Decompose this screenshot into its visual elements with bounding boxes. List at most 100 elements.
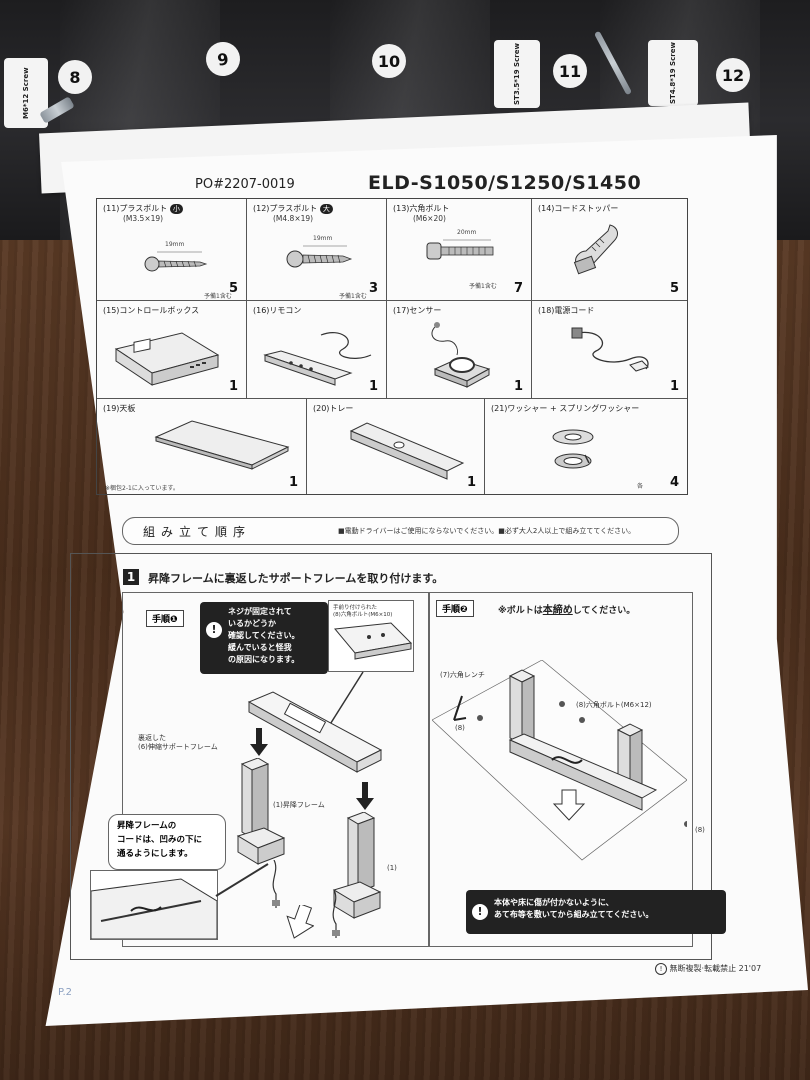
- cord-drawing: [272, 860, 280, 908]
- remote-icon: [263, 332, 372, 386]
- screw-check-warning: ! ネジが固定されて いるかどうか 確認してください。 緩んでいると怪我 の原因…: [200, 602, 328, 674]
- cord-detail-drawing: [90, 878, 218, 940]
- lift-frame-right: [332, 812, 382, 919]
- control-box-icon: [114, 332, 220, 386]
- bag-number-8: 8: [58, 60, 92, 94]
- part-size: (M4.8×19): [273, 214, 314, 223]
- part-label: (21)ワッシャー + スプリングワッシャー: [491, 404, 640, 413]
- part-label: (13)六角ボルト: [393, 204, 450, 213]
- model-number: ELD-S1050/S1250/S1450: [368, 172, 642, 194]
- parts-grid: (11)プラスボルト 小 (M3.5×19) 19mm 予備1含む 5 (12)…: [96, 198, 688, 495]
- warn-line: いるかどうか: [228, 619, 276, 628]
- lift-frame-short-label: (1): [387, 864, 397, 872]
- part-cell-16: (16)リモコン 1: [247, 301, 387, 399]
- dimension-label: 19mm: [165, 241, 185, 248]
- part-label: (15)コントロールボックス: [103, 306, 200, 315]
- part-cell-14: (14)コードストッパー 5: [532, 199, 687, 301]
- part-label: (12)プラスボルト: [253, 204, 318, 213]
- part-label: (18)電源コード: [538, 306, 595, 315]
- po-number: PO#2207-0019: [195, 177, 295, 192]
- warning-icon: !: [472, 904, 488, 920]
- assembly-order-bar: 組み立て順序 ■電動ドライバーはご使用にならないでください。■必ず大人2人以上で…: [122, 517, 679, 545]
- step-title: 昇降フレームに裏返したサポートフレームを取り付けます。: [148, 572, 444, 585]
- bolt-ref-label: (8): [695, 826, 705, 834]
- part-label: (20)トレー: [313, 404, 354, 413]
- part-cell-19: (19)天板 ※梱包2-1に入っています。 1: [97, 399, 307, 494]
- callout-line: [215, 863, 269, 897]
- spare-note: 予備1含む: [339, 293, 367, 300]
- screw-icon: [286, 245, 353, 268]
- dimension-label: 19mm: [313, 235, 333, 242]
- copyright-text: 無断複製·転載禁止 21'07: [669, 964, 762, 973]
- lift-frame-label: (1)昇降フレーム: [273, 801, 325, 809]
- cord-note-line: 通るようにします。: [117, 849, 193, 859]
- warn-line: ネジが固定されて: [228, 607, 292, 616]
- power-cord-icon: [571, 327, 649, 372]
- page-number: P.2: [58, 987, 73, 998]
- support-frame-drawing: [247, 691, 383, 773]
- hex-bolt-label: (8)六角ボルト(M6×12): [576, 701, 652, 709]
- note-emphasis: 本締め: [542, 605, 573, 616]
- part-label: (17)センサー: [393, 306, 442, 315]
- part-label: (19)天板: [103, 404, 136, 413]
- dimension-label: 20mm: [457, 229, 477, 236]
- step-1-frame: [70, 553, 712, 960]
- copyright-notice: ! 無断複製·転載禁止 21'07: [655, 963, 761, 975]
- assembled-frame-drawing: [432, 660, 687, 861]
- part-cell-21: (21)ワッシャー + スプリングワッシャー 各 4: [485, 399, 687, 494]
- part-qty: 4: [669, 475, 679, 490]
- part-cell-11: (11)プラスボルト 小 (M3.5×19) 19mm 予備1含む 5: [97, 199, 247, 301]
- bag-number-10: 10: [372, 44, 406, 78]
- small-badge: 小: [169, 204, 183, 214]
- procedure-2-label: 手順❷: [436, 600, 474, 617]
- detail-label: 手前り付けられた: [333, 605, 378, 611]
- part-label: (16)リモコン: [253, 306, 302, 315]
- part-qty: 5: [228, 281, 238, 296]
- each-note: 各: [637, 483, 644, 490]
- part-qty: 1: [669, 379, 679, 394]
- step-number: 1: [123, 569, 139, 585]
- lift-frame-left: [236, 758, 286, 865]
- part-qty: 1: [466, 475, 476, 490]
- bolt-tighten-note: ※ボルトは本締めしてください。: [498, 601, 635, 616]
- part-cell-13: (13)六角ボルト (M6×20) 20mm 予備1含む 7: [387, 199, 532, 301]
- cord-stopper-icon: [573, 224, 618, 275]
- hex-wrench-label: (7)六角レンチ: [440, 671, 485, 679]
- warn-line: 本体や床に傷が付かないように、: [494, 898, 614, 907]
- assembly-order-title: 組み立て順序: [143, 525, 252, 539]
- washer-icon: [552, 429, 594, 469]
- bolt-detail-inset: 手前り付けられた (8)六角ボルト(M6×10): [328, 600, 414, 672]
- spare-note: 予備1含む: [469, 283, 497, 290]
- sensor-icon: [431, 322, 491, 388]
- screw-icon: [144, 251, 208, 272]
- part-size: (M3.5×19): [123, 214, 164, 223]
- part-qty: 7: [513, 281, 523, 296]
- cord-detail-inset: [90, 870, 218, 940]
- tray-icon: [349, 422, 465, 480]
- part-cell-18: (18)電源コード 1: [532, 301, 687, 399]
- procedure-1-label: 手順❶: [146, 610, 184, 627]
- assembly-caution-note: ■電動ドライバーはご使用にならないでください。■必ず大人2人以上で組み立ててくだ…: [338, 527, 636, 535]
- support-frame-label: (6)伸縮サポートフレーム: [138, 743, 218, 751]
- part-qty: 1: [368, 379, 378, 394]
- bolt-ref-label: (8): [455, 724, 465, 732]
- part-cell-20: (20)トレー 1: [307, 399, 485, 494]
- packing-note: ※梱包2-1に入っています。: [105, 485, 179, 492]
- desktop-board-icon: [154, 420, 290, 470]
- note-prefix: ※ボルトは: [498, 606, 543, 616]
- down-arrow-icon: [356, 782, 374, 810]
- part-qty: 1: [288, 475, 298, 490]
- bag-number-11: 11: [553, 54, 587, 88]
- part-size: (M6×20): [413, 214, 446, 223]
- part-label: (14)コードストッパー: [538, 204, 619, 213]
- cord-note-line: コードは、凹みの下に: [117, 835, 203, 845]
- copyright-icon: !: [655, 963, 667, 975]
- warn-line: 緩んでいると怪我: [228, 643, 292, 652]
- support-frame-label: 裏返した: [138, 734, 166, 742]
- warning-icon: !: [206, 622, 222, 638]
- floor-protection-warning: ! 本体や床に傷が付かないように、 あて布等を敷いてから組み立ててください。: [466, 890, 726, 934]
- part-cell-12: (12)プラスボルト 大 (M4.8×19) 19mm 予備1含む 3: [247, 199, 387, 301]
- hex-bolt-icon: [426, 239, 494, 260]
- detail-label: (8)六角ボルト(M6×10): [333, 612, 393, 618]
